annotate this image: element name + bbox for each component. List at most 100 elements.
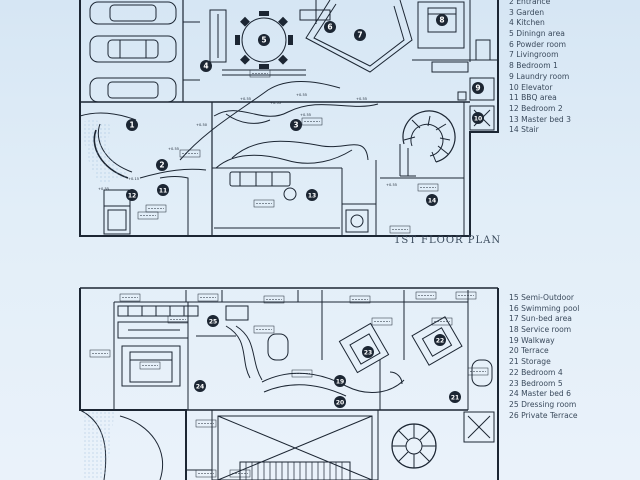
floor-plan-title: 1ST FLOOR PLAN [394,235,502,246]
room-tag-plate [349,295,371,304]
room-marker-label: 12 [128,193,136,200]
legend-item: 15 Semi-Outdoor [509,293,575,302]
room-marker-label: 22 [436,338,444,345]
room-tag-plate [371,317,393,326]
room-marker-3 [290,119,302,131]
room-marker-25 [207,315,219,327]
room-marker-5 [258,34,270,46]
legend-item: 10 Elevator [509,82,553,92]
spiral-stair-lower [391,423,437,469]
legend-item: 2 Entrance [509,0,551,6]
room-marker-label: 8 [439,16,444,25]
legend-item: 6 Powder room [509,39,567,49]
room-marker-9 [472,82,484,94]
legend-item: 3 Garden [509,7,545,17]
room-marker-label: 2 [159,161,164,170]
room-marker-label: 21 [451,395,459,402]
level-mark: +0.55 [240,97,251,101]
level-mark: +0.55 [270,101,281,105]
legend-item: 5 Diningn area [509,29,565,39]
room-tag-plate [229,469,251,478]
room-marker-14 [426,194,438,206]
spiral-stair-upper [399,110,456,177]
room-tag-plate [253,199,275,208]
legend-item: 19 Walkway [509,335,555,345]
room-marker-20 [334,396,346,408]
legend-item: 20 Terrace [509,346,549,356]
legend-item: 21 Storage [509,357,551,367]
swimming-pool [211,409,379,480]
room-marker-2 [156,159,168,171]
room-tag-plate [137,211,159,220]
room-marker-label: 14 [428,198,436,205]
lower-water [82,412,114,480]
room-tag-plate [195,469,217,478]
room-marker-label: 24 [196,384,204,391]
level-mark: +0.50 [196,123,208,127]
level-mark: +0.55 [296,93,307,97]
room-tag-plate [139,361,161,370]
room-marker-label: 13 [308,193,316,200]
room-marker-label: 4 [203,62,208,71]
level-mark: +0.55 [386,183,397,187]
level-mark: +0.15 [128,177,139,181]
room-marker-21 [449,391,461,403]
legend-item: 26 Private Terrace [509,410,578,420]
room-tag-plate [195,419,217,428]
room-marker-label: 23 [364,350,372,357]
room-tag-plate [167,315,189,324]
legend-item: 9 Laundry room [509,71,570,81]
room-marker-label: 19 [336,379,344,386]
room-tag-plate [179,149,201,158]
second-floor-plan [79,287,499,480]
room-marker-label: 6 [327,23,332,32]
room-marker-24 [194,380,206,392]
first-floor-plan [79,0,499,237]
legend-item: 13 Master bed 3 [509,114,571,124]
level-mark: +0.55 [300,113,311,117]
room-marker-10 [472,112,484,124]
room-tag-plate [89,349,111,358]
room-marker-22 [434,334,446,346]
room-marker-label: 11 [159,188,167,195]
legend-item: 22 Bedroom 4 [509,367,563,377]
room-tag-plate [253,325,275,334]
legend-item: 11 BBQ area [509,93,557,103]
room-tags: +0.55 +0.50 +0.55 +0.15 +0.55 +0.55 +0.55 +0.55… [89,69,489,478]
room-marker-19 [334,375,346,387]
legend-item: 23 Bedroom 5 [509,378,563,388]
room-tag-plate [389,225,411,234]
legend-item: 16 Swimming pool [509,303,580,313]
room-marker-label: 10 [474,116,482,123]
level-mark: +0.55 [98,187,109,191]
room-marker-label: 7 [357,31,362,40]
entrance-water [82,120,130,184]
room-marker-1 [126,119,138,131]
room-tag-plate [417,183,439,192]
room-marker-11 [157,184,169,196]
legend-item: 24 Master bed 6 [509,389,571,399]
level-mark: +0.55 [356,97,367,101]
level-mark: +0.55 [168,147,179,151]
room-tag-plate [263,295,285,304]
room-marker-23 [362,346,374,358]
room-marker-label: 1 [129,121,134,130]
legend-item: 17 Sun-bed area [509,314,572,324]
car-3 [89,77,177,103]
room-tag-plate [197,293,219,302]
room-marker-label: 9 [475,84,480,93]
room-marker-4 [200,60,212,72]
room-marker-8 [436,14,448,26]
room-marker-label: 3 [293,121,298,130]
room-tag-plate [301,117,323,126]
room-marker-13 [306,189,318,201]
legend-item: 7 Livingroom [509,50,559,60]
legend-item: 4 Kitchen [509,18,545,28]
room-marker-12 [126,189,138,201]
legend-item: 14 Stair [509,125,539,135]
room-tag-plate [291,369,313,378]
